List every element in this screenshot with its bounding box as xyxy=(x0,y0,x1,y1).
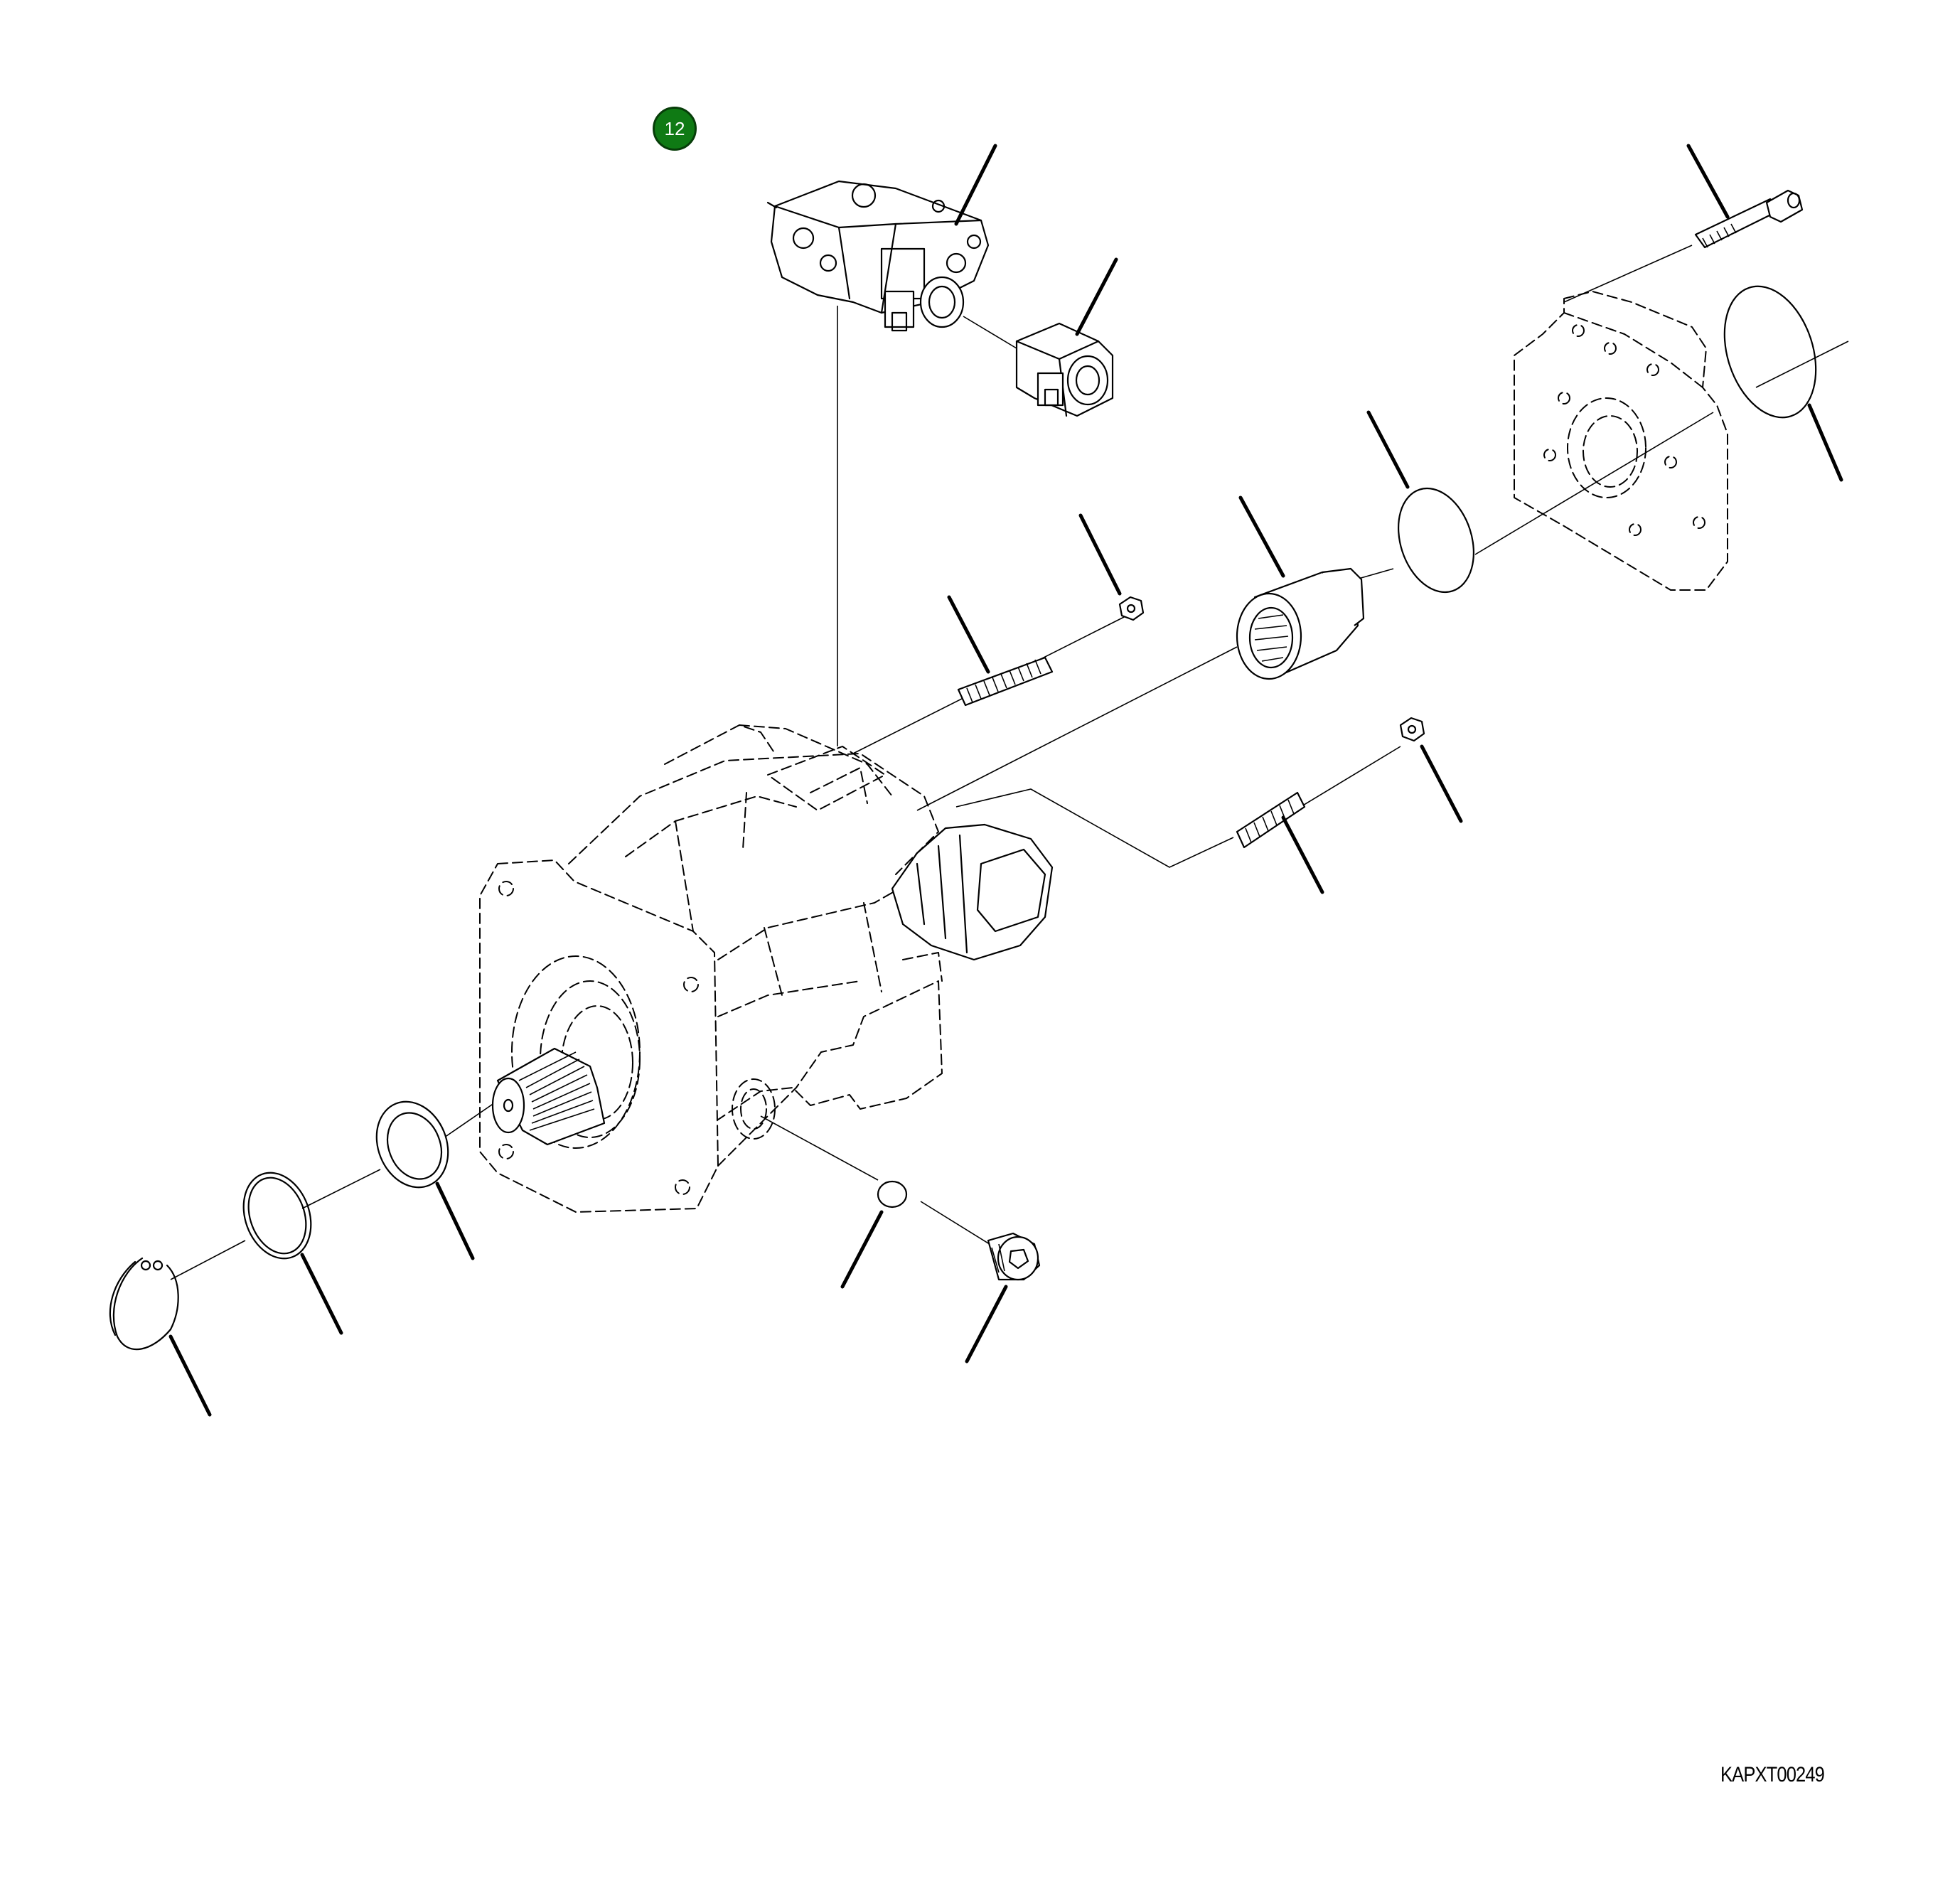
snap-ring xyxy=(109,1257,179,1351)
cover-plate xyxy=(1514,291,1728,591)
o-ring-large xyxy=(1723,285,1817,419)
shim-ring xyxy=(242,1172,312,1260)
bearing xyxy=(1236,567,1365,680)
solenoid xyxy=(963,316,1114,417)
port-boss xyxy=(891,823,1054,961)
drawing-code: KAPXT00249 xyxy=(1720,1763,1825,1786)
plug xyxy=(987,1232,1041,1281)
cap-screw xyxy=(1694,189,1804,249)
shaft-seal xyxy=(375,1100,449,1189)
o-ring-small xyxy=(1397,487,1475,594)
assembly-guide-lines xyxy=(170,245,1849,1280)
callout-badge[interactable]: 12 xyxy=(653,107,697,151)
stud-lower xyxy=(1236,791,1306,849)
plug-o-ring xyxy=(877,1180,908,1209)
stud-upper xyxy=(957,656,1054,707)
drive-shaft xyxy=(491,1047,606,1146)
control-valve-block xyxy=(766,180,990,332)
leader-lines xyxy=(168,144,1843,1417)
nut-lower xyxy=(1399,717,1425,742)
nut-upper xyxy=(1118,596,1145,621)
